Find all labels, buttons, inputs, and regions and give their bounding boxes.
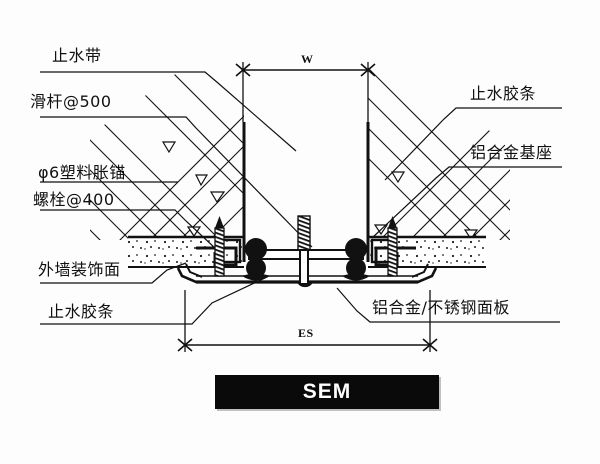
sem-title-text: SEM	[302, 380, 352, 403]
anchor-bolt-left	[214, 216, 225, 277]
centre-bolt	[297, 215, 313, 288]
dimension-label-w: W	[301, 52, 314, 66]
dimension-label-es: ES	[298, 326, 314, 340]
wall-hatch-left	[90, 65, 244, 240]
leader-lines-right	[336, 107, 562, 323]
label-plastic-anchor: φ6塑料胀锚	[38, 163, 126, 182]
label-aluminum-stainless-panel: 铝合金/不锈钢面板	[372, 298, 510, 317]
dimension-es	[177, 290, 438, 352]
waterstop-bulb-right	[342, 238, 370, 281]
dimension-width	[235, 62, 376, 122]
anchor-bolt-right	[387, 216, 398, 277]
waterstop-bulb-left	[242, 238, 270, 281]
section-triangle-marks	[161, 141, 479, 241]
label-waterstop-rubber-strip-left: 止水胶条	[48, 302, 115, 321]
label-aluminum-alloy-base: 铝合金基座	[470, 143, 553, 162]
label-exterior-wall-finish: 外墙装饰面	[38, 260, 121, 279]
sem-title-banner: SEM	[215, 375, 439, 409]
wall-hatch-right	[368, 65, 510, 240]
leader-lines-left	[40, 71, 313, 325]
joint-wall-edges	[242, 122, 370, 262]
label-slide-rod: 滑杆@500	[30, 92, 112, 111]
label-waterstop-rubber-strip-right: 止水胶条	[470, 84, 537, 103]
label-anchor-bolt: 螺栓@400	[33, 190, 115, 209]
label-waterstop-belt: 止水带	[52, 46, 102, 65]
